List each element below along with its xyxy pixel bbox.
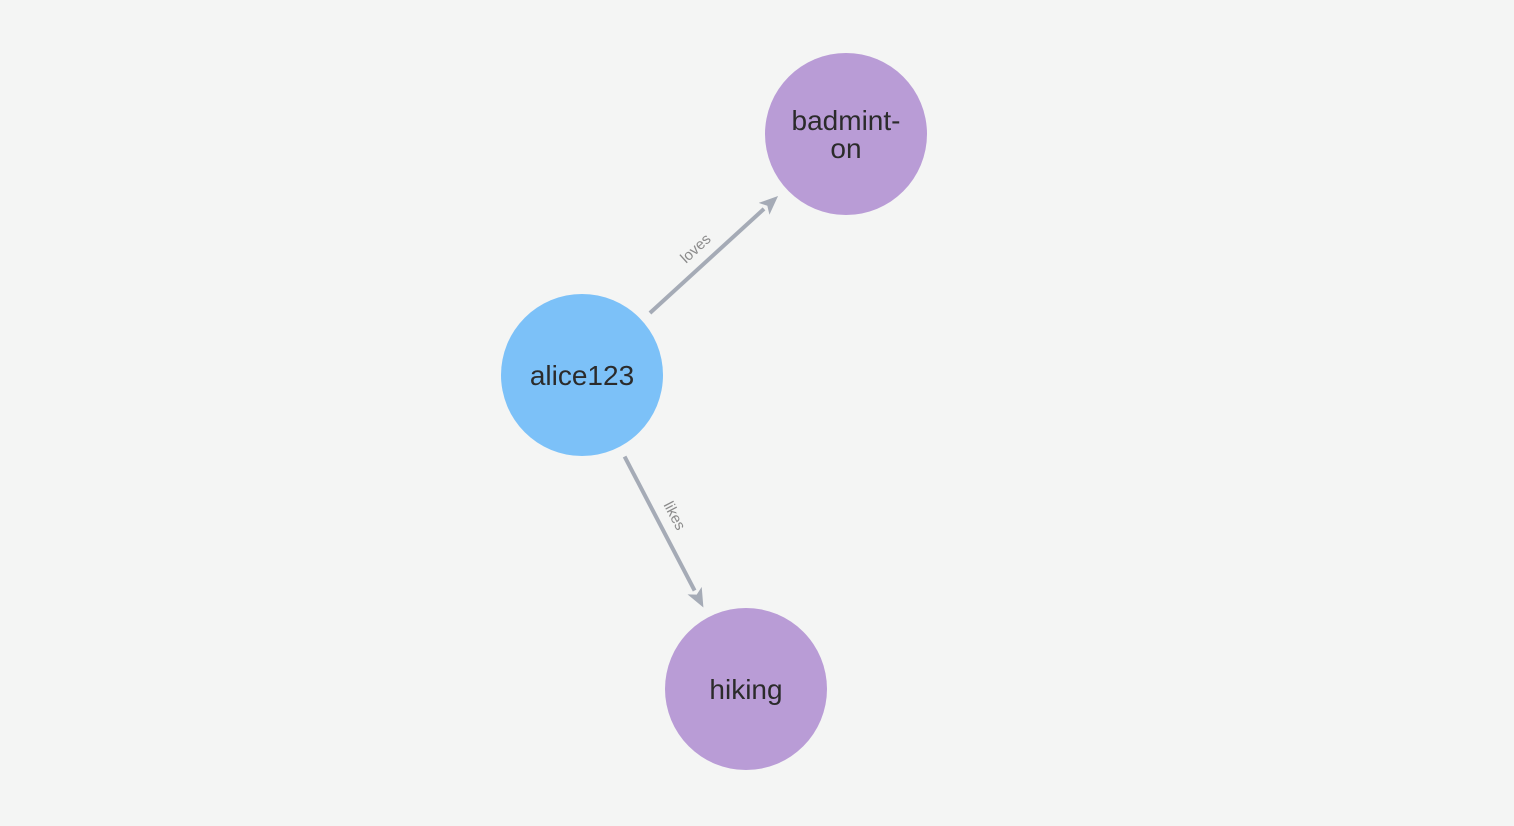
node-circle-alice123[interactable] — [501, 294, 663, 456]
graph-node-badminton[interactable]: badmint-on — [765, 53, 927, 215]
graph-edge-loves: loves — [648, 196, 779, 315]
graph-node-hiking[interactable]: hiking — [665, 608, 827, 770]
graph-edge-likes: likes — [622, 455, 704, 608]
node-circle-hiking[interactable] — [665, 608, 827, 770]
edge-line-loves[interactable] — [648, 196, 779, 315]
graph-node-alice123[interactable]: alice123 — [501, 294, 663, 456]
edge-line-likes[interactable] — [622, 455, 704, 608]
node-circle-badminton[interactable] — [765, 53, 927, 215]
nodes-layer: alice123 badmint-on hiking — [501, 53, 927, 770]
